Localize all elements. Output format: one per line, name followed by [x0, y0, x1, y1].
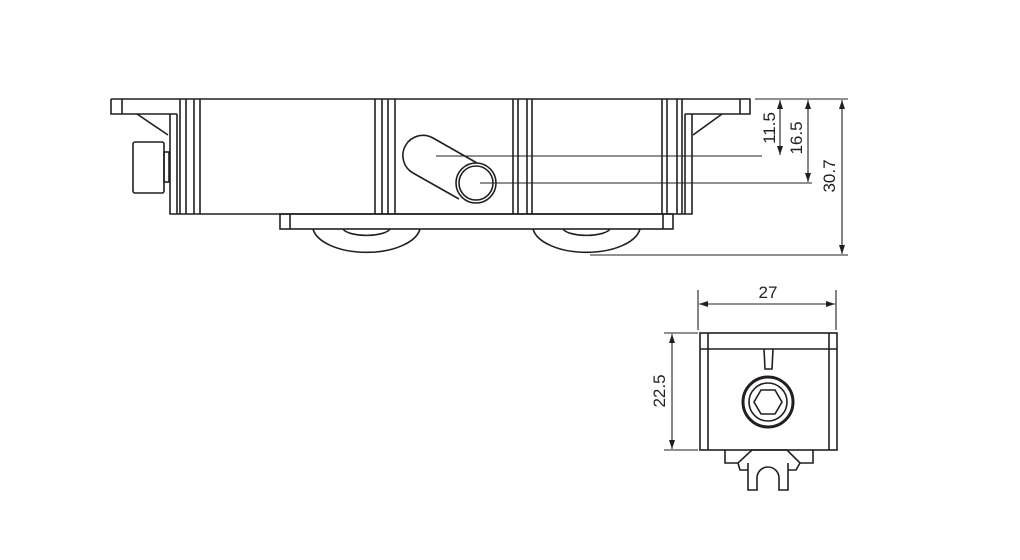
wheel-bracket	[724, 449, 814, 491]
wheel-right	[532, 228, 641, 254]
side-view: 11.5 16.5 30.7	[110, 98, 848, 256]
dimension-lines-side	[436, 98, 848, 256]
adjuster-knob	[132, 141, 170, 194]
end-view: 27 22.5	[650, 283, 838, 491]
wheel-left	[312, 228, 421, 254]
dimension-lines-end	[664, 290, 837, 451]
dimension-11-5: 11.5	[760, 112, 779, 144]
dimension-27: 27	[759, 283, 778, 302]
hex-bolt	[741, 375, 795, 429]
dimension-16-5: 16.5	[787, 121, 806, 154]
bottom-plate	[279, 213, 674, 230]
end-body	[699, 332, 838, 451]
slanted-pin	[402, 134, 497, 204]
dimension-22-5: 22.5	[650, 374, 669, 407]
top-flange	[110, 98, 751, 136]
dimension-30-7: 30.7	[820, 159, 839, 192]
